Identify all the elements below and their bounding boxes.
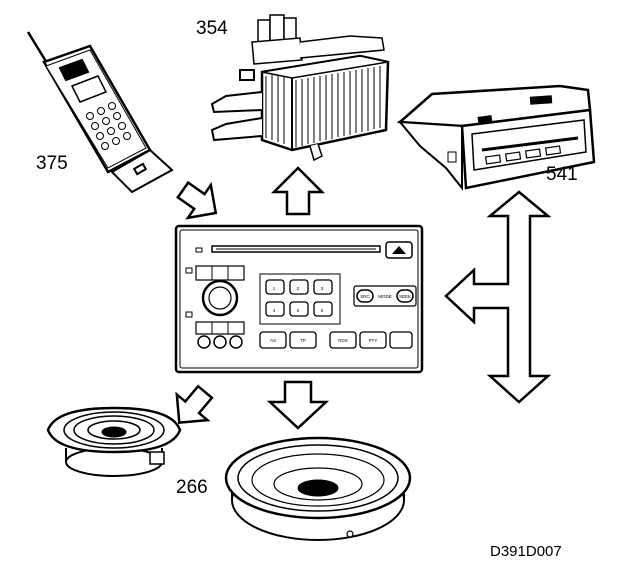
arrow-radio-to-small-speaker	[175, 384, 214, 424]
cd-changer	[396, 84, 596, 191]
svg-text:4: 4	[273, 308, 276, 313]
arrow-phone-to-radio	[176, 180, 218, 220]
label-541: 541	[546, 164, 578, 185]
small-speaker	[46, 406, 182, 477]
radio-button-seek: SEEK	[399, 294, 411, 299]
radio-head-unit: 1 2 3 4 5 6 SRC MODE SEEK AS TP RDS PTY	[174, 224, 424, 374]
mobile-phone	[26, 31, 174, 194]
label-354: 354	[196, 18, 228, 39]
radio-button-mode: MODE	[378, 294, 392, 299]
svg-text:5: 5	[297, 308, 300, 313]
figure-code: D391D007	[490, 543, 562, 560]
svg-text:1: 1	[273, 286, 276, 291]
label-266: 266	[176, 477, 208, 498]
arrow-radio-to-front-speaker	[266, 380, 330, 430]
front-oval-speaker	[224, 436, 412, 541]
svg-text:2: 2	[297, 286, 300, 291]
radio-button-src: SRC	[360, 294, 370, 299]
arrow-radio-cd-changer	[444, 190, 552, 404]
radio-button-as: AS	[270, 338, 276, 343]
svg-text:6: 6	[321, 308, 324, 313]
radio-button-rds: RDS	[338, 338, 348, 343]
radio-button-pty: PTY	[369, 338, 378, 343]
svg-text:3: 3	[321, 286, 324, 291]
amplifier	[210, 14, 390, 162]
radio-button-tp: TP	[300, 338, 306, 343]
label-375: 375	[36, 153, 68, 174]
arrow-radio-to-amplifier	[270, 166, 326, 216]
